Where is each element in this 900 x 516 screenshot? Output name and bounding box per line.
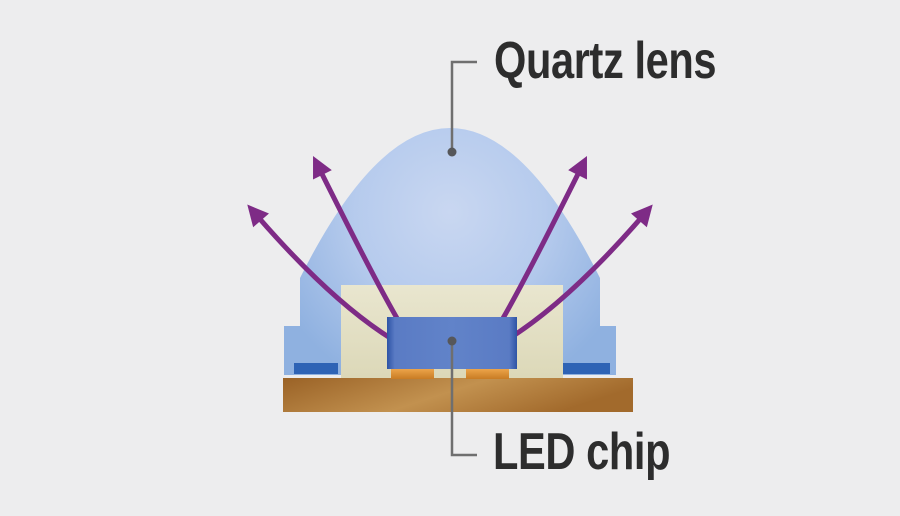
- lens-connector-dot: [447, 147, 457, 157]
- quartz-lens-label: Quartz lens: [494, 32, 717, 90]
- chip-connector-line: [450, 341, 477, 457]
- chip-connector-dot: [447, 336, 457, 346]
- substrate-board: [283, 378, 633, 412]
- contact-pad-left: [294, 363, 338, 374]
- chip-label-connector: [450, 341, 477, 457]
- light-ray-far-left: [247, 204, 402, 347]
- led-chip-label: LED chip: [493, 423, 671, 481]
- solder-bump-right: [466, 368, 509, 379]
- solder-bump-left: [391, 368, 434, 379]
- light-rays: [247, 156, 653, 347]
- light-ray-far-right: [498, 204, 653, 347]
- lens-connector-line: [450, 60, 477, 152]
- contact-pad-right: [563, 363, 610, 374]
- light-ray-left: [313, 156, 401, 322]
- light-ray-right: [499, 156, 587, 322]
- lens-label-connector: [450, 60, 477, 152]
